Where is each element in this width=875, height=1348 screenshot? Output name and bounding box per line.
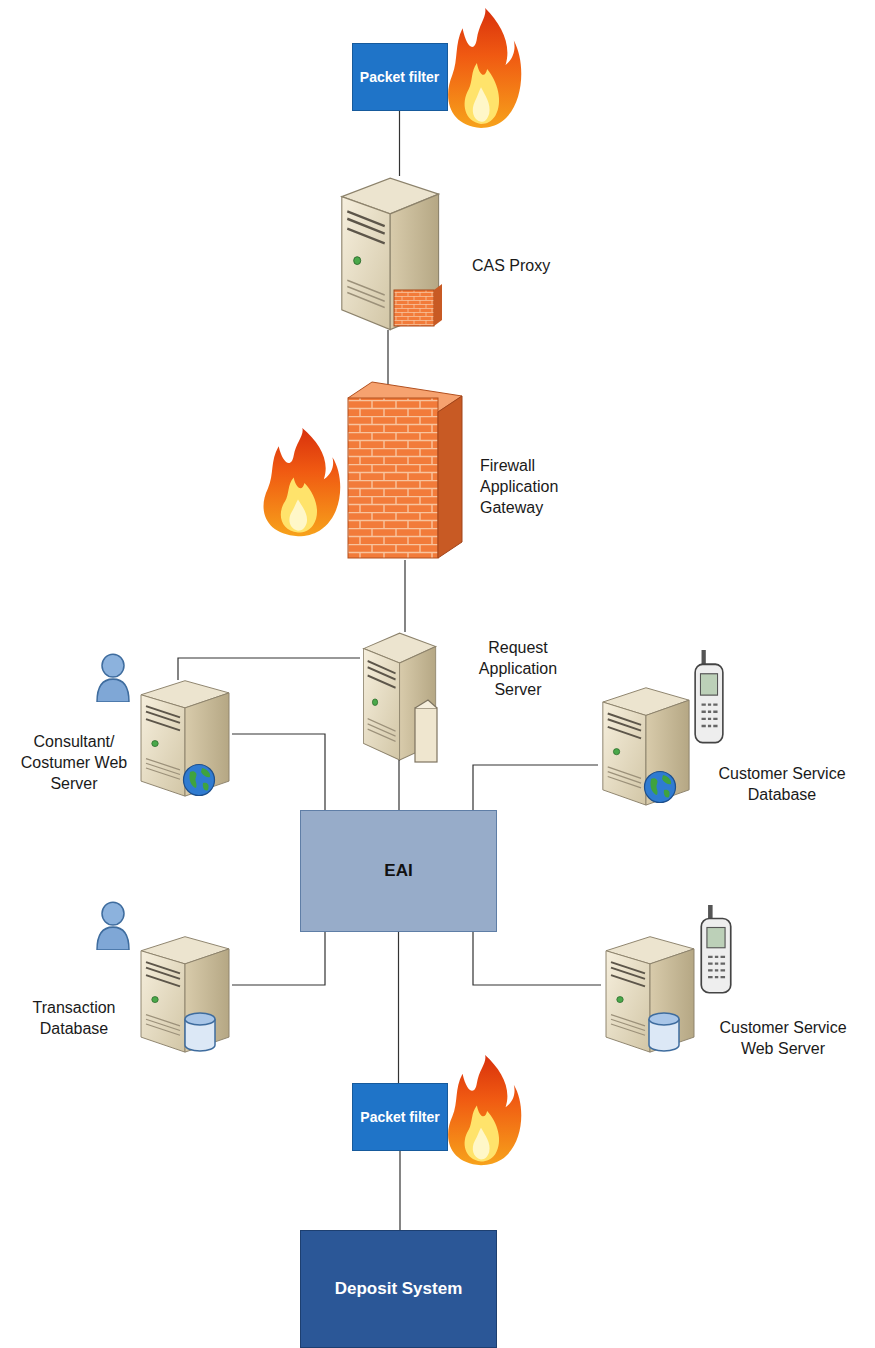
connector-line	[387, 330, 388, 384]
node-label: Firewall Application Gateway	[480, 456, 592, 518]
connector-line	[404, 560, 405, 632]
node-label: Customer Service Web Server	[703, 1018, 863, 1060]
node-label: Customer Service Database	[702, 764, 862, 806]
connector-line	[232, 932, 325, 985]
box-title: Deposit System	[335, 1279, 463, 1299]
database-server: Customer Service Database	[598, 686, 692, 806]
packet-filter-box: Packet filter	[352, 43, 448, 111]
proxy-server: CAS Proxy	[335, 176, 441, 330]
box-title: Packet filter	[360, 1109, 439, 1125]
node-label: CAS Proxy	[472, 256, 592, 277]
firewall-gateway: Firewall Application Gateway	[348, 384, 462, 560]
node-label: Transaction Database	[16, 998, 132, 1040]
box-title: EAI	[384, 861, 412, 881]
connector-line	[399, 1151, 400, 1230]
application-server: Request Application Server	[360, 632, 438, 760]
web-server: Consultant/ Costumer Web Server	[136, 680, 232, 796]
node-label: Consultant/ Costumer Web Server	[16, 732, 132, 794]
deposit-system-box: Deposit System	[300, 1230, 497, 1348]
connector-line	[398, 932, 399, 1083]
database-server: Transaction Database	[136, 936, 232, 1052]
box-title: Packet filter	[360, 69, 439, 85]
integration-box: EAI	[300, 810, 497, 932]
connector-line	[398, 760, 399, 810]
connector-line	[473, 932, 601, 985]
node-label: Request Application Server	[468, 638, 568, 700]
packet-filter-box: Packet filter	[352, 1083, 448, 1151]
connector-line	[473, 765, 598, 810]
web-server: Customer Service Web Server	[601, 936, 695, 1052]
connector-line	[178, 658, 360, 680]
connector-line	[399, 111, 400, 176]
connector-line	[232, 734, 325, 810]
